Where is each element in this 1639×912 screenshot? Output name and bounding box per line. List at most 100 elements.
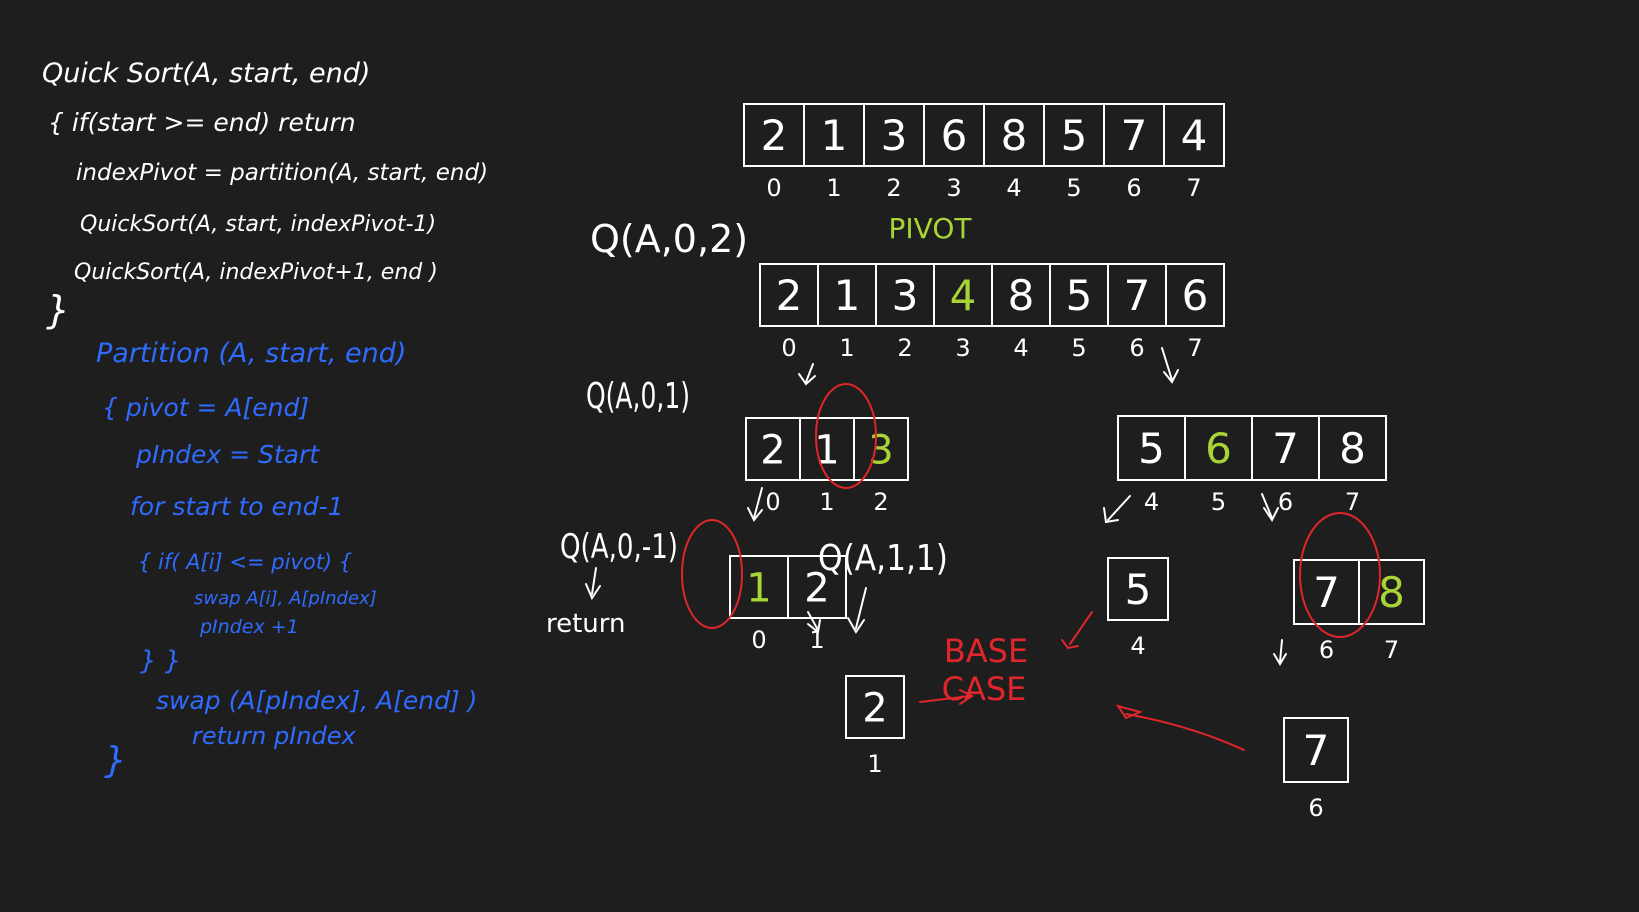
array-index-label: 2 — [873, 488, 888, 516]
array-cell — [1165, 263, 1225, 327]
array-cell — [1107, 557, 1169, 621]
partition-close-brace: } — [104, 740, 127, 781]
array-index-label: 1 — [839, 334, 854, 362]
call-label-left-left: Q(A,0,-1) — [560, 527, 678, 567]
array-cell-value: 8 — [1008, 271, 1035, 320]
array-cell-value: 2 — [761, 111, 788, 160]
array-cell-value: 2 — [776, 271, 803, 320]
quicksort-close-brace: } — [46, 288, 71, 332]
array-index-label: 7 — [1384, 636, 1399, 664]
arrow-single-7-to-base-case — [1115, 704, 1245, 751]
array-single-5: 54 — [1107, 557, 1169, 660]
partition-final-swap-line: swap (A[pIndex], A[end] ) — [156, 686, 478, 715]
array-cell-value: 8 — [1339, 424, 1366, 473]
array-cell-value: 7 — [1303, 726, 1330, 775]
array-cell-value: 7 — [1121, 111, 1148, 160]
array-cell — [1163, 103, 1225, 167]
array-index-label: 4 — [1130, 632, 1145, 660]
array-index-label: 3 — [955, 334, 970, 362]
array-cell — [1283, 717, 1349, 783]
quicksort-index-pivot-line: indexPivot = partition(A, start, end) — [76, 160, 489, 186]
arrow-down-to-right-right — [1261, 493, 1279, 522]
array-index-label: 4 — [1006, 174, 1021, 202]
array-cell-value: 1 — [821, 111, 848, 160]
array-index-label: 0 — [766, 174, 781, 202]
arrow-down-from-left-right-call — [847, 587, 867, 634]
pivot-label: PIVOT — [889, 212, 973, 245]
arrow-single-2-to-base-case — [919, 689, 974, 705]
partition-increment-line: pIndex +1 — [200, 616, 299, 638]
array-single-2: 21 — [845, 675, 905, 778]
arrow-down-to-single-2 — [807, 611, 821, 634]
array-cell-value: 2 — [862, 685, 887, 731]
array-index-label: 2 — [886, 174, 901, 202]
array-index-label: 6 — [1319, 636, 1334, 664]
array-cell-value: 4 — [1181, 111, 1208, 160]
array-cell-value: 3 — [881, 111, 908, 160]
array-index-label: 1 — [819, 488, 834, 516]
base-case-label-line-1: BASE — [944, 632, 1028, 670]
array-index-label: 7 — [1345, 488, 1360, 516]
call-label-left-right: Q(A,1,1) — [818, 538, 948, 579]
array-index-label: 5 — [1071, 334, 1086, 362]
array-index-label: 0 — [751, 626, 766, 654]
arrow-return-down — [585, 567, 601, 601]
array-cell-value: 1 — [834, 271, 861, 320]
array-index-label: 7 — [1186, 174, 1201, 202]
arrow-down-left-branch — [798, 363, 816, 386]
array-cell-value-pivot: 3 — [868, 427, 893, 473]
return-label: return — [546, 609, 626, 639]
array-cell-value: 6 — [1182, 271, 1209, 320]
highlight-circle-pivot-3 — [815, 383, 877, 489]
quicksort-recurse-left-line: QuickSort(A, start, indexPivot-1) — [80, 212, 437, 237]
quicksort-signature: Quick Sort(A, start, end) — [42, 58, 371, 89]
array-index-label: 4 — [1144, 488, 1159, 516]
array-index-label: 3 — [946, 174, 961, 202]
quicksort-if-line: { if(start >= end) return — [48, 108, 356, 137]
arrow-down-to-single-5 — [1103, 495, 1131, 524]
array-cell-value: 5 — [1125, 565, 1152, 614]
call-label-left: Q(A,0,1) — [586, 376, 690, 417]
array-cell — [1358, 559, 1425, 625]
array-index-label: 1 — [867, 750, 882, 778]
array-cell-value: 8 — [1001, 111, 1028, 160]
array-index-label: 2 — [897, 334, 912, 362]
array-index-label: 1 — [826, 174, 841, 202]
array-cell-value: 1 — [814, 427, 839, 473]
array-index-label: 5 — [1211, 488, 1226, 516]
array-index-label: 4 — [1013, 334, 1028, 362]
array-cell-value-pivot: 4 — [950, 271, 977, 320]
partition-if-line: { if( A[i] <= pivot) { — [138, 550, 353, 574]
highlight-circle-pivot-8 — [1299, 512, 1381, 638]
array-index-label: 6 — [1126, 174, 1141, 202]
array-cell-value: 2 — [804, 565, 829, 611]
array-cell-value: 2 — [760, 427, 785, 473]
arrow-down-to-left-left — [747, 487, 763, 522]
array-cell-value: 7 — [1124, 271, 1151, 320]
array-cell-value: 7 — [1272, 424, 1299, 473]
array-index-label: 5 — [1066, 174, 1081, 202]
array-index-label: 6 — [1308, 794, 1323, 822]
array-index-label: 0 — [781, 334, 796, 362]
array-cell-value-pivot: 8 — [1378, 568, 1405, 617]
partition-signature: Partition (A, start, end) — [96, 338, 407, 369]
array-index-label: 1 — [809, 626, 824, 654]
array-index-label: 0 — [765, 488, 780, 516]
array-cell-value: 6 — [941, 111, 968, 160]
array-cell-value-pivot: 6 — [1205, 424, 1232, 473]
array-single-7: 76 — [1283, 717, 1349, 822]
array-index-label: 6 — [1129, 334, 1144, 362]
array-index-label: 7 — [1187, 334, 1202, 362]
partition-return-line: return pIndex — [192, 722, 356, 750]
array-index-label: 6 — [1278, 488, 1293, 516]
arrow-single-5-to-base-case — [1061, 611, 1093, 650]
highlight-circle-pivot-1 — [681, 519, 743, 629]
arrow-down-to-single-7 — [1273, 639, 1287, 666]
array-cell-value: 3 — [892, 271, 919, 320]
partition-for-line: for start to end-1 — [130, 492, 344, 521]
